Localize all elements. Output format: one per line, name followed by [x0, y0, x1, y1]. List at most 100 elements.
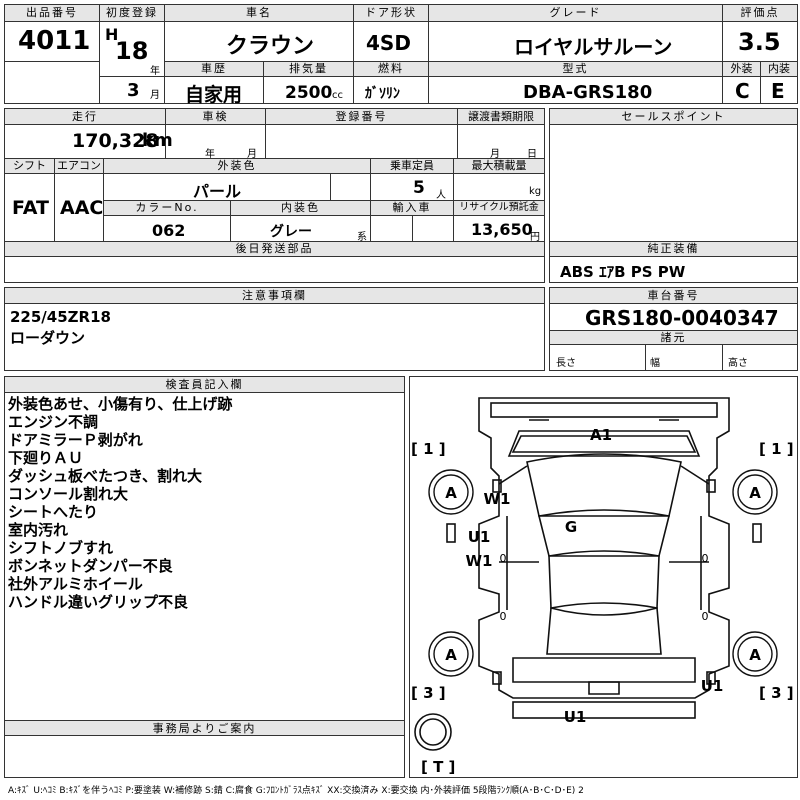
chassis-block [549, 287, 798, 371]
transfer-day-unit: 日 [527, 149, 537, 160]
wheel-front-right-icon [732, 469, 778, 515]
wheel-front-left-icon [428, 469, 474, 515]
interior-label: 内装色 [231, 201, 370, 216]
interior-value: グレー [270, 224, 312, 240]
door-zero-lf: 0 [500, 552, 507, 565]
reg-month: 3 [127, 80, 140, 101]
notice-line-1: 225/45ZR18 [10, 308, 111, 326]
door-zero-rf: 0 [702, 552, 709, 565]
lot-number: 4011 [18, 26, 91, 56]
displacement: 2500 [285, 83, 333, 103]
fuel: ｶﾞｿﾘﾝ [365, 86, 400, 102]
color-label: 外装色 [104, 159, 370, 174]
color-value: パール [193, 182, 242, 201]
grade-label: グレード [429, 5, 722, 22]
recycle-value: 13,650 [471, 220, 533, 239]
interior-unit: 系 [357, 232, 367, 243]
score-label: 評価点 [723, 5, 797, 22]
remark-line: コンソール割れ大 [8, 485, 129, 503]
bracket-3-right: [ 3 ] [759, 684, 794, 702]
detail-block [4, 108, 545, 283]
door-zero-lr: 0 [500, 610, 507, 623]
remarks-label: 検査員記入欄 [5, 377, 404, 393]
era: H [105, 25, 119, 44]
wheel-rear-right-icon [732, 631, 778, 677]
sales-point-label: セールスポイント [550, 109, 797, 125]
sales-block [549, 108, 798, 283]
colorno-label: カラーNo. [104, 201, 230, 216]
bracket-t: [ T ] [421, 758, 455, 776]
door-type: 4SD [366, 31, 411, 55]
office-label: 事務局よりご案内 [5, 720, 404, 736]
chassis-label: 車台番号 [550, 288, 797, 304]
load-label: 最大積載量 [454, 159, 544, 174]
notice-block [4, 287, 545, 371]
notice-label: 注意事項欄 [5, 288, 544, 304]
car-name: クラウン [226, 34, 315, 59]
later-parts-label: 後日発送部品 [5, 242, 544, 257]
ext-grade: C [735, 79, 750, 103]
mark-front-glass: A1 [590, 426, 612, 444]
ac-label: エアコン [55, 159, 103, 174]
score: 3.5 [738, 28, 781, 56]
notice-line-2: ローダウン [10, 329, 86, 347]
remarks-block [4, 376, 405, 778]
capacity-unit: 人 [436, 190, 446, 201]
mileage-value: 170,328 [72, 130, 159, 152]
cc-unit: cc [332, 90, 343, 101]
colorno-value: 062 [152, 221, 186, 240]
equipment-value: ABS ｴｱB PS PW [560, 263, 686, 281]
remark-line: エンジン不調 [8, 413, 99, 431]
remark-line: ハンドル違いグリップ不良 [8, 593, 189, 611]
capacity-label: 乗車定員 [371, 159, 453, 174]
width-label: 幅 [650, 358, 660, 369]
chassis-number: GRS180-0040347 [585, 306, 779, 330]
bracket-1-left: [ 1 ] [411, 440, 446, 458]
remark-line: シフトノブすれ [8, 539, 114, 557]
mark-wheel-fl: A [445, 484, 457, 502]
mark-left-fender: W1 [484, 490, 511, 508]
int-label: 内装 [761, 62, 797, 77]
car-diagram: A A A A A1 G W1 U1 W1 U1 U1 0 0 0 0 [ 1 … [411, 397, 794, 776]
shift-label: シフト [5, 159, 54, 174]
ext-label: 外装 [723, 62, 760, 77]
header-block [4, 4, 798, 104]
month-unit: 月 [150, 90, 160, 101]
remark-line: 室内汚れ [8, 521, 69, 539]
bracket-1-right: [ 1 ] [759, 440, 794, 458]
year-unit: 年 [150, 66, 160, 77]
remarks-list: 外装色あせ、小傷有り、仕上げ跡 エンジン不調 ドアミラーＰ剥がれ 下廻りＡＵ ダ… [8, 395, 232, 611]
load-unit: kg [529, 186, 542, 197]
grade: ロイヤルサルーン [514, 35, 673, 59]
mileage-unit: km [142, 130, 173, 151]
legend: A:ｷｽﾞ U:ﾍｺﾐ B:ｷｽﾞを伴うﾍｺﾐ P:要塗装 W:補修跡 S:錆 … [8, 786, 584, 796]
history: 自家用 [185, 84, 243, 106]
equipment-label: 純正装備 [550, 242, 797, 257]
diagram-block [409, 376, 798, 778]
remark-line: シートへたり [8, 503, 99, 521]
transfer-month-unit: 月 [490, 149, 500, 160]
first-reg-label: 初度登録 [100, 5, 164, 22]
displacement-label: 排気量 [264, 62, 353, 77]
insp-month-unit: 月 [247, 149, 257, 160]
recycle-unit: 円 [530, 232, 540, 243]
shift-value: FAT [12, 197, 49, 219]
model-label: 型式 [429, 62, 722, 77]
lot-label: 出品番号 [5, 5, 99, 22]
remark-line: ダッシュ板べたつき、割れ大 [8, 467, 202, 485]
inspection-label: 車検 [166, 109, 265, 125]
model-code: DBA-GRS180 [523, 82, 653, 103]
mark-rear-bumper: U1 [564, 708, 587, 726]
door-label: ドア形状 [354, 5, 428, 22]
history-label: 車歴 [165, 62, 263, 77]
mark-left-front-door: U1 [468, 528, 491, 546]
ac-value: AAC [60, 197, 104, 219]
capacity-value: 5 [413, 178, 425, 198]
regno-label: 登録番号 [266, 109, 457, 125]
int-grade: E [771, 79, 785, 103]
length-label: 長さ [556, 358, 576, 369]
wheel-marks [428, 469, 778, 677]
fuel-label: 燃料 [354, 62, 428, 77]
import-label: 輸入車 [371, 201, 453, 216]
mark-rear-right: U1 [701, 677, 724, 695]
